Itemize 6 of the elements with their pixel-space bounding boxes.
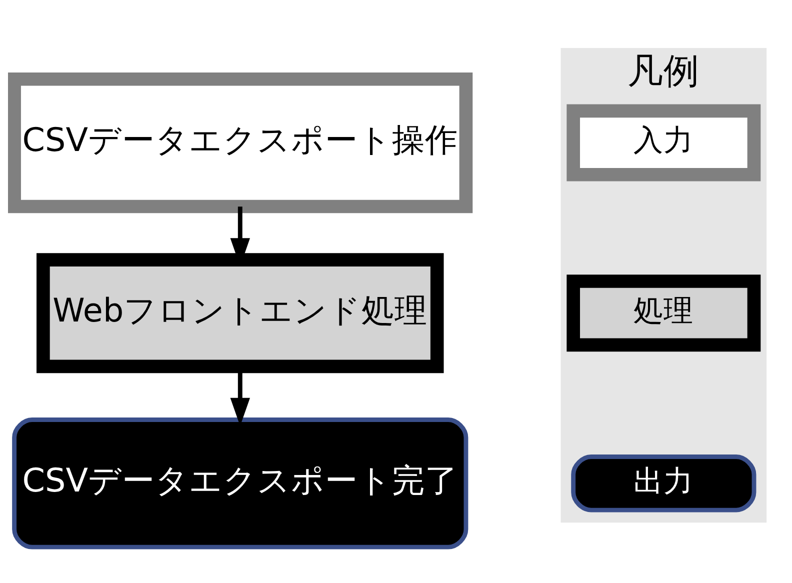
node-box: 処理 — [566, 274, 761, 352]
node-box: CSVデータエクスポート操作 — [8, 72, 473, 213]
node-box: 出力 — [571, 454, 756, 512]
node-box: Webフロントエンド処理 — [36, 252, 444, 373]
node-box: CSVデータエクスポート完了 — [12, 417, 468, 549]
node-box: 入力 — [566, 104, 761, 181]
